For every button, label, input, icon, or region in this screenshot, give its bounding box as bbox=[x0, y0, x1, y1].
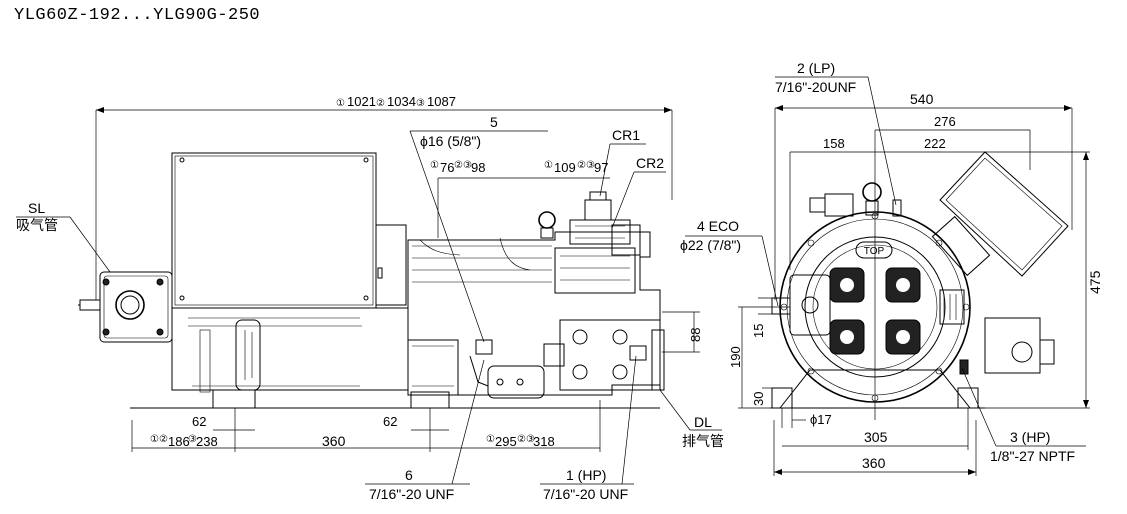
dim305-label: 305 bbox=[864, 429, 888, 445]
dim186-n2: ③ bbox=[188, 434, 197, 445]
sl-code: SL bbox=[28, 200, 45, 216]
dim62a-label: 62 bbox=[192, 414, 206, 429]
port3-num: 3 (HP) bbox=[1010, 429, 1050, 445]
dim109-n2: ②③ bbox=[577, 160, 595, 171]
port6-size: 7/16"-20 UNF bbox=[369, 486, 454, 502]
dim295-n1: ① bbox=[486, 434, 495, 445]
overall-length-n3: ③ bbox=[416, 98, 425, 109]
port6-num: 6 bbox=[405, 467, 413, 483]
dim186-v1: 186 bbox=[168, 434, 190, 449]
port3-size: 1/8"-27 NPTF bbox=[990, 448, 1075, 464]
port2-size: 7/16"-20UNF bbox=[775, 79, 856, 95]
port1-num: 1 (HP) bbox=[566, 467, 606, 483]
dim186-n1: ①② bbox=[150, 434, 168, 445]
dim295-v1: 295 bbox=[495, 434, 517, 449]
cr2-label: CR2 bbox=[636, 155, 664, 171]
dim360-right-label: 360 bbox=[862, 455, 886, 471]
drawing-title: YLG60Z-192...YLG90G-250 bbox=[14, 6, 261, 25]
dim186-v2: 238 bbox=[196, 434, 218, 449]
dim76-v2: 98 bbox=[471, 160, 485, 175]
dim222-label: 222 bbox=[924, 136, 946, 151]
overall-length-n1: ① bbox=[336, 98, 345, 109]
dl-code: DL bbox=[694, 414, 712, 430]
dl-label: 排气管 bbox=[682, 433, 724, 449]
dim190-label: 190 bbox=[728, 346, 743, 368]
port1-size: 7/16"-20 UNF bbox=[543, 486, 628, 502]
side-view-dimensions: ① 1021 ② 1034 ③ 1087 5 ϕ16 (5/8") ① 76 ②… bbox=[16, 94, 724, 502]
dim540-label: 540 bbox=[910, 91, 934, 107]
end-view-compressor: TOP bbox=[770, 151, 1069, 409]
sl-label: 吸气管 bbox=[16, 217, 58, 233]
top-logo: TOP bbox=[864, 246, 885, 257]
overall-length-n2: ② bbox=[376, 98, 385, 109]
dim109-v1: 109 bbox=[554, 160, 576, 175]
cr1-label: CR1 bbox=[612, 127, 640, 143]
eco-size: ϕ22 (7/8") bbox=[680, 237, 741, 253]
dim475-label: 475 bbox=[1087, 270, 1103, 294]
dim30-label: 30 bbox=[751, 392, 766, 406]
overall-length-v1: 1021 bbox=[347, 94, 376, 109]
dim158-label: 158 bbox=[823, 136, 845, 151]
dim295-v2: 318 bbox=[533, 434, 555, 449]
dim109-n1: ① bbox=[544, 160, 553, 171]
overall-length-v2: 1034 bbox=[387, 94, 416, 109]
dim15-label: 15 bbox=[751, 324, 766, 338]
dim360-left-label: 360 bbox=[322, 433, 346, 449]
dim76-n1: ① bbox=[430, 160, 439, 171]
side-view-compressor bbox=[78, 152, 665, 409]
dim17-label: ϕ17 bbox=[810, 412, 832, 427]
eco-num: 4 ECO bbox=[697, 218, 739, 234]
dim295-n2: ②③ bbox=[517, 434, 535, 445]
dim76-v1: 76 bbox=[440, 160, 454, 175]
port5-num: 5 bbox=[490, 114, 498, 130]
port2-num: 2 (LP) bbox=[797, 60, 835, 76]
overall-length-v3: 1087 bbox=[427, 94, 456, 109]
dim76-n2: ②③ bbox=[454, 160, 472, 171]
end-view-dimensions: 2 (LP) 7/16"-20UNF 540 276 158 222 4 ECO… bbox=[680, 60, 1103, 476]
dim88-label: 88 bbox=[688, 328, 703, 342]
dim62b-label: 62 bbox=[383, 414, 397, 429]
port5-size: ϕ16 (5/8") bbox=[420, 133, 481, 149]
dim276-label: 276 bbox=[934, 114, 956, 129]
